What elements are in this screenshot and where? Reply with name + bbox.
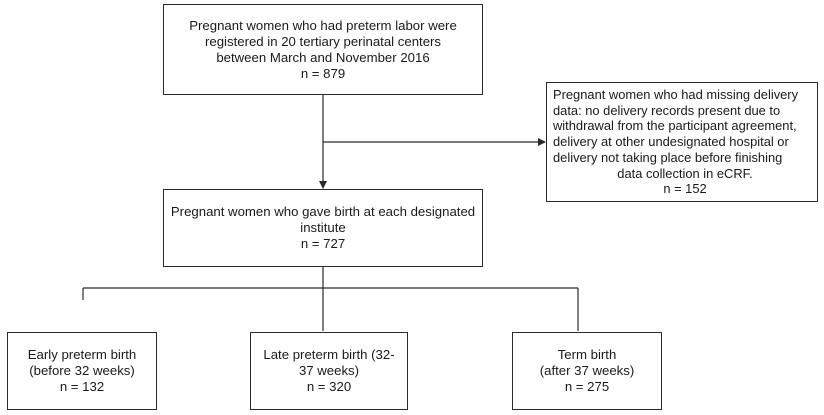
missing-line-1: Pregnant women who had missing delivery [553, 86, 799, 102]
gave-birth-box: Pregnant women who gave birth at each de… [163, 189, 483, 267]
term-line-1: Term birth [557, 347, 617, 362]
late-line-2: 37 weeks) [298, 363, 360, 378]
late-preterm-birth-box: Late preterm birth (32- 37 weeks) n = 32… [250, 332, 408, 410]
registered-women-box: Pregnant women who had preterm labor wer… [163, 4, 483, 95]
registered-line-3: between March and November 2016 [216, 49, 430, 65]
missing-line-2: data: no delivery records present due to [553, 102, 781, 118]
early-preterm-birth-box: Early preterm birth (before 32 weeks) n … [7, 332, 157, 410]
term-birth-box: Term birth (after 37 weeks) n = 275 [512, 332, 662, 410]
missing-count: n = 152 [663, 181, 707, 197]
missing-delivery-data-box: Pregnant women who had missing delivery … [546, 82, 818, 202]
early-line-2: (before 32 weeks) [29, 363, 135, 378]
gave-birth-count: n = 727 [300, 236, 346, 251]
missing-line-6: data collection in eCRF. [617, 165, 753, 181]
early-line-1: Early preterm birth [27, 347, 137, 362]
missing-line-3: withdrawal from the participant agreemen… [553, 118, 797, 134]
gave-birth-line-2: institute [300, 220, 346, 235]
missing-line-5: delivery not taking place before finishi… [553, 149, 783, 165]
registered-count: n = 879 [300, 65, 346, 81]
gave-birth-line-1: Pregnant women who gave birth at each de… [170, 204, 476, 219]
registered-line-2: registered in 20 tertiary perinatal cent… [204, 33, 442, 49]
term-line-2: (after 37 weeks) [539, 363, 635, 378]
term-count: n = 275 [564, 379, 610, 394]
missing-line-4: delivery at other undesignated hospital … [553, 134, 789, 150]
late-line-1: Late preterm birth (32- [263, 347, 395, 362]
registered-line-1: Pregnant women who had preterm labor wer… [189, 17, 457, 33]
late-count: n = 320 [306, 379, 352, 394]
early-count: n = 132 [59, 379, 105, 394]
